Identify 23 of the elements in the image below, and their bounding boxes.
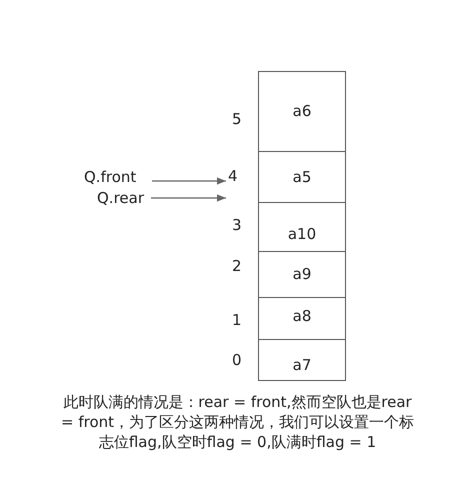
array-cell <box>258 339 346 381</box>
array-cell <box>258 251 346 298</box>
pointer-label: Q.front <box>84 168 138 186</box>
arrow <box>151 194 226 202</box>
index-label: 5 <box>232 110 242 128</box>
index-label: 2 <box>232 257 242 275</box>
array-cell <box>258 202 346 252</box>
array-cell <box>258 151 346 203</box>
cell-text: a6 <box>292 102 312 120</box>
cell-text: a10 <box>288 225 316 243</box>
arrow <box>152 177 226 185</box>
array-cell <box>258 71 346 152</box>
index-label: 4 <box>228 167 239 185</box>
array-cell <box>258 297 346 340</box>
index-label: 1 <box>232 311 242 329</box>
index-label: 3 <box>232 216 242 234</box>
index-label: 0 <box>232 351 242 369</box>
cell-text: a8 <box>292 307 312 325</box>
cell-text: a7 <box>292 356 312 374</box>
cell-text: a9 <box>292 265 312 283</box>
pointer-label: Q.rear <box>97 189 145 207</box>
cell-text: a5 <box>292 168 312 186</box>
caption: 此时队满的情况是：rear = front,然而空队也是rear = front，为了区分这两种情况，我们可以设置一个标志位flag,队空时flag = 0,队满时flag = 1 <box>60 392 415 452</box>
